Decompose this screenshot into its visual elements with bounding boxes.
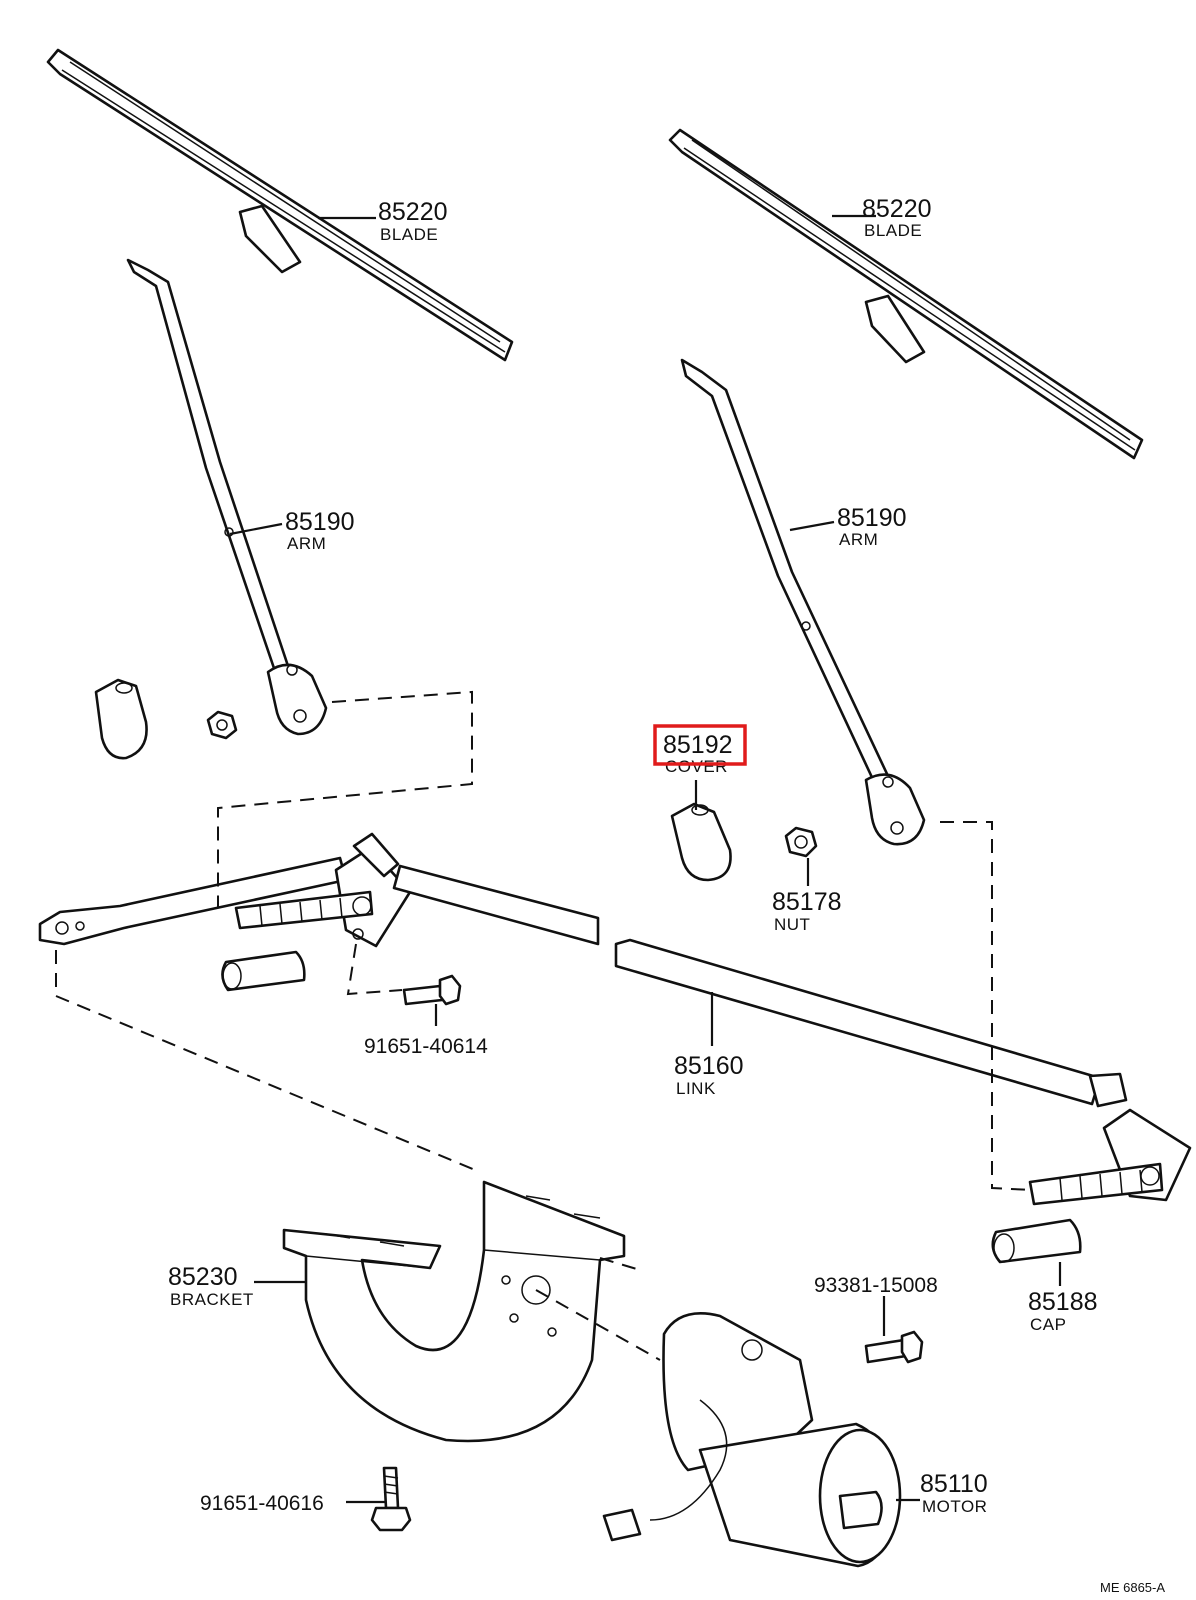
- motor-name: MOTOR: [922, 1497, 987, 1516]
- callout-cap: 85188 CAP: [1028, 1288, 1098, 1334]
- pivot-right: [1028, 1108, 1192, 1206]
- cap-left: [221, 950, 306, 992]
- cover-highlight-box: [653, 724, 747, 766]
- bracket-number: 85230: [168, 1263, 238, 1291]
- cap-85188: [991, 1218, 1082, 1264]
- nut-left: [206, 710, 238, 740]
- blade-left: [46, 48, 514, 362]
- nut-name: NUT: [774, 915, 810, 934]
- cap-number: 85188: [1028, 1288, 1098, 1316]
- bolt-a-number: 91651-40614: [364, 1035, 488, 1058]
- link-main-rod: [392, 864, 1128, 1108]
- blade-right-name: BLADE: [864, 221, 922, 240]
- blade-right-number: 85220: [862, 195, 932, 223]
- nut-number: 85178: [772, 888, 842, 916]
- cover-85192: [670, 802, 732, 882]
- bolt-b-number: 91651-40616: [200, 1492, 324, 1515]
- callout-blade-right: 85220 BLADE: [862, 195, 932, 240]
- motor-85110: [602, 1312, 902, 1568]
- leader-lines: [229, 214, 1062, 1504]
- link-number: 85160: [674, 1052, 744, 1080]
- screw-number: 93381-15008: [814, 1274, 938, 1297]
- nut-85178: [784, 826, 818, 858]
- pivot-left: [234, 832, 412, 948]
- callout-link: 85160 LINK: [674, 1052, 744, 1098]
- link-name: LINK: [676, 1079, 716, 1098]
- callout-arm-left: 85190 ARM: [285, 508, 355, 553]
- cover-number: 85192: [663, 731, 733, 759]
- blade-right: [668, 128, 1144, 460]
- callout-bolt-a: 91651-40614: [364, 1035, 488, 1058]
- callout-motor: 85110 MOTOR: [920, 1470, 988, 1516]
- cover-name: COVER: [665, 757, 728, 776]
- arm-right: [680, 358, 926, 846]
- callout-arm-right: 85190 ARM: [837, 504, 907, 549]
- arm-left-name: ARM: [287, 534, 326, 553]
- bracket-name: BRACKET: [170, 1290, 254, 1309]
- callout-cover: 85192 COVER: [653, 724, 747, 776]
- cover-left: [94, 678, 148, 760]
- dashed-guides: [55, 690, 1033, 1361]
- callout-bolt-b: 91651-40616: [200, 1492, 324, 1515]
- callout-blade-left: 85220 BLADE: [378, 198, 448, 244]
- arm-left-number: 85190: [285, 508, 355, 536]
- motor-number: 85110: [920, 1470, 988, 1498]
- arm-left: [126, 258, 328, 736]
- bracket-85230: [282, 1180, 626, 1443]
- screw-93381-15008: [864, 1330, 924, 1364]
- callout-screw: 93381-15008: [814, 1274, 938, 1297]
- bolt-91651-40614: [402, 974, 462, 1006]
- footer-code: ME 6865-A: [1100, 1580, 1165, 1595]
- callout-nut: 85178 NUT: [772, 888, 842, 934]
- bolt-91651-40616: [370, 1466, 412, 1532]
- blade-left-name: BLADE: [380, 225, 438, 244]
- cap-name: CAP: [1030, 1315, 1066, 1334]
- callout-bracket: 85230 BRACKET: [168, 1263, 254, 1309]
- arm-right-name: ARM: [839, 530, 878, 549]
- blade-left-number: 85220: [378, 198, 448, 226]
- arm-right-number: 85190: [837, 504, 907, 532]
